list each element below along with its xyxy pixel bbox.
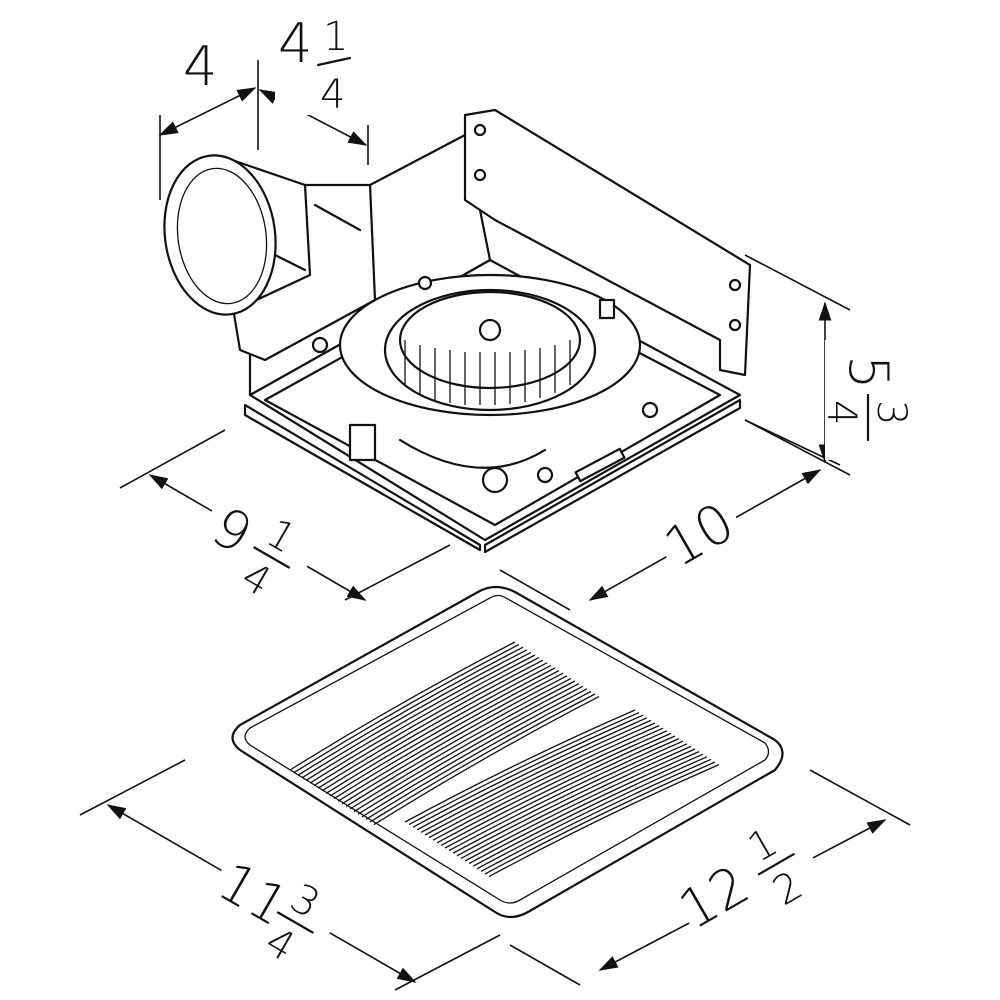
svg-text:4: 4 [818,400,864,425]
louver-slat [317,659,544,789]
svg-text:10: 10 [654,490,745,579]
svg-text:4: 4 [278,12,312,75]
louver-slat [353,683,580,813]
grille-louvers-left [289,641,600,826]
svg-text:4: 4 [320,72,345,118]
louver-slat [309,654,536,784]
louver-slat [448,738,680,852]
label-housing-height: 5 3 4 [818,340,920,460]
louver-slat [468,751,700,865]
louver-slat [444,735,676,849]
louver-slat [408,712,640,826]
svg-text:4: 4 [183,35,217,98]
louver-slat [424,722,656,836]
louver-slat [301,649,528,779]
louver-slat [416,717,648,831]
louver-slat [432,727,664,841]
label-duct-offset: 4 1 4 [275,10,355,118]
label-housing-width: 9 1 4 [184,476,327,614]
louver-slat [456,743,688,857]
louver-slat [333,670,560,800]
dimension-lines [79,60,911,991]
louver-slat [289,641,516,771]
louver-slat [412,714,644,828]
louver-slat [440,732,672,846]
label-grille-length: 12 1 2 [659,801,829,954]
louver-slat [428,725,660,839]
louver-slat [404,709,636,823]
louver-slat [329,667,556,797]
grille-louvers-right [404,709,720,878]
louver-slat [297,646,524,776]
svg-text:5: 5 [837,355,900,389]
louver-slat [325,664,552,794]
svg-text:1: 1 [323,14,348,60]
louver-slat [321,662,548,792]
louver-slat [293,644,520,774]
louver-slat [313,657,540,787]
blower-wheel [404,318,571,405]
svg-text:3: 3 [868,400,914,425]
louver-slat [472,753,704,867]
louver-slat [357,685,584,815]
louver-slat [476,756,708,870]
louver-slat [488,764,720,878]
louver-slat [436,730,668,844]
louver-slat [365,690,592,820]
label-grille-width: 11 3 4 [194,834,351,979]
louver-slat [484,761,716,875]
louver-slat [480,758,712,872]
louver-slat [341,675,568,805]
louver-slat [305,651,532,781]
louver-slat [460,745,692,859]
louver-slat [420,719,652,833]
louver-slat [361,688,588,818]
label-housing-length: 10 [647,484,748,579]
louver-slat [345,677,572,807]
fan-housing [243,108,752,554]
louver-slat [337,672,564,802]
louver-slat [464,748,696,862]
mounting-slots [473,123,742,332]
label-duct-depth: 4 [180,30,225,98]
duct-collar [163,154,377,362]
louver-slat [452,740,684,854]
louver-slat [349,680,576,810]
